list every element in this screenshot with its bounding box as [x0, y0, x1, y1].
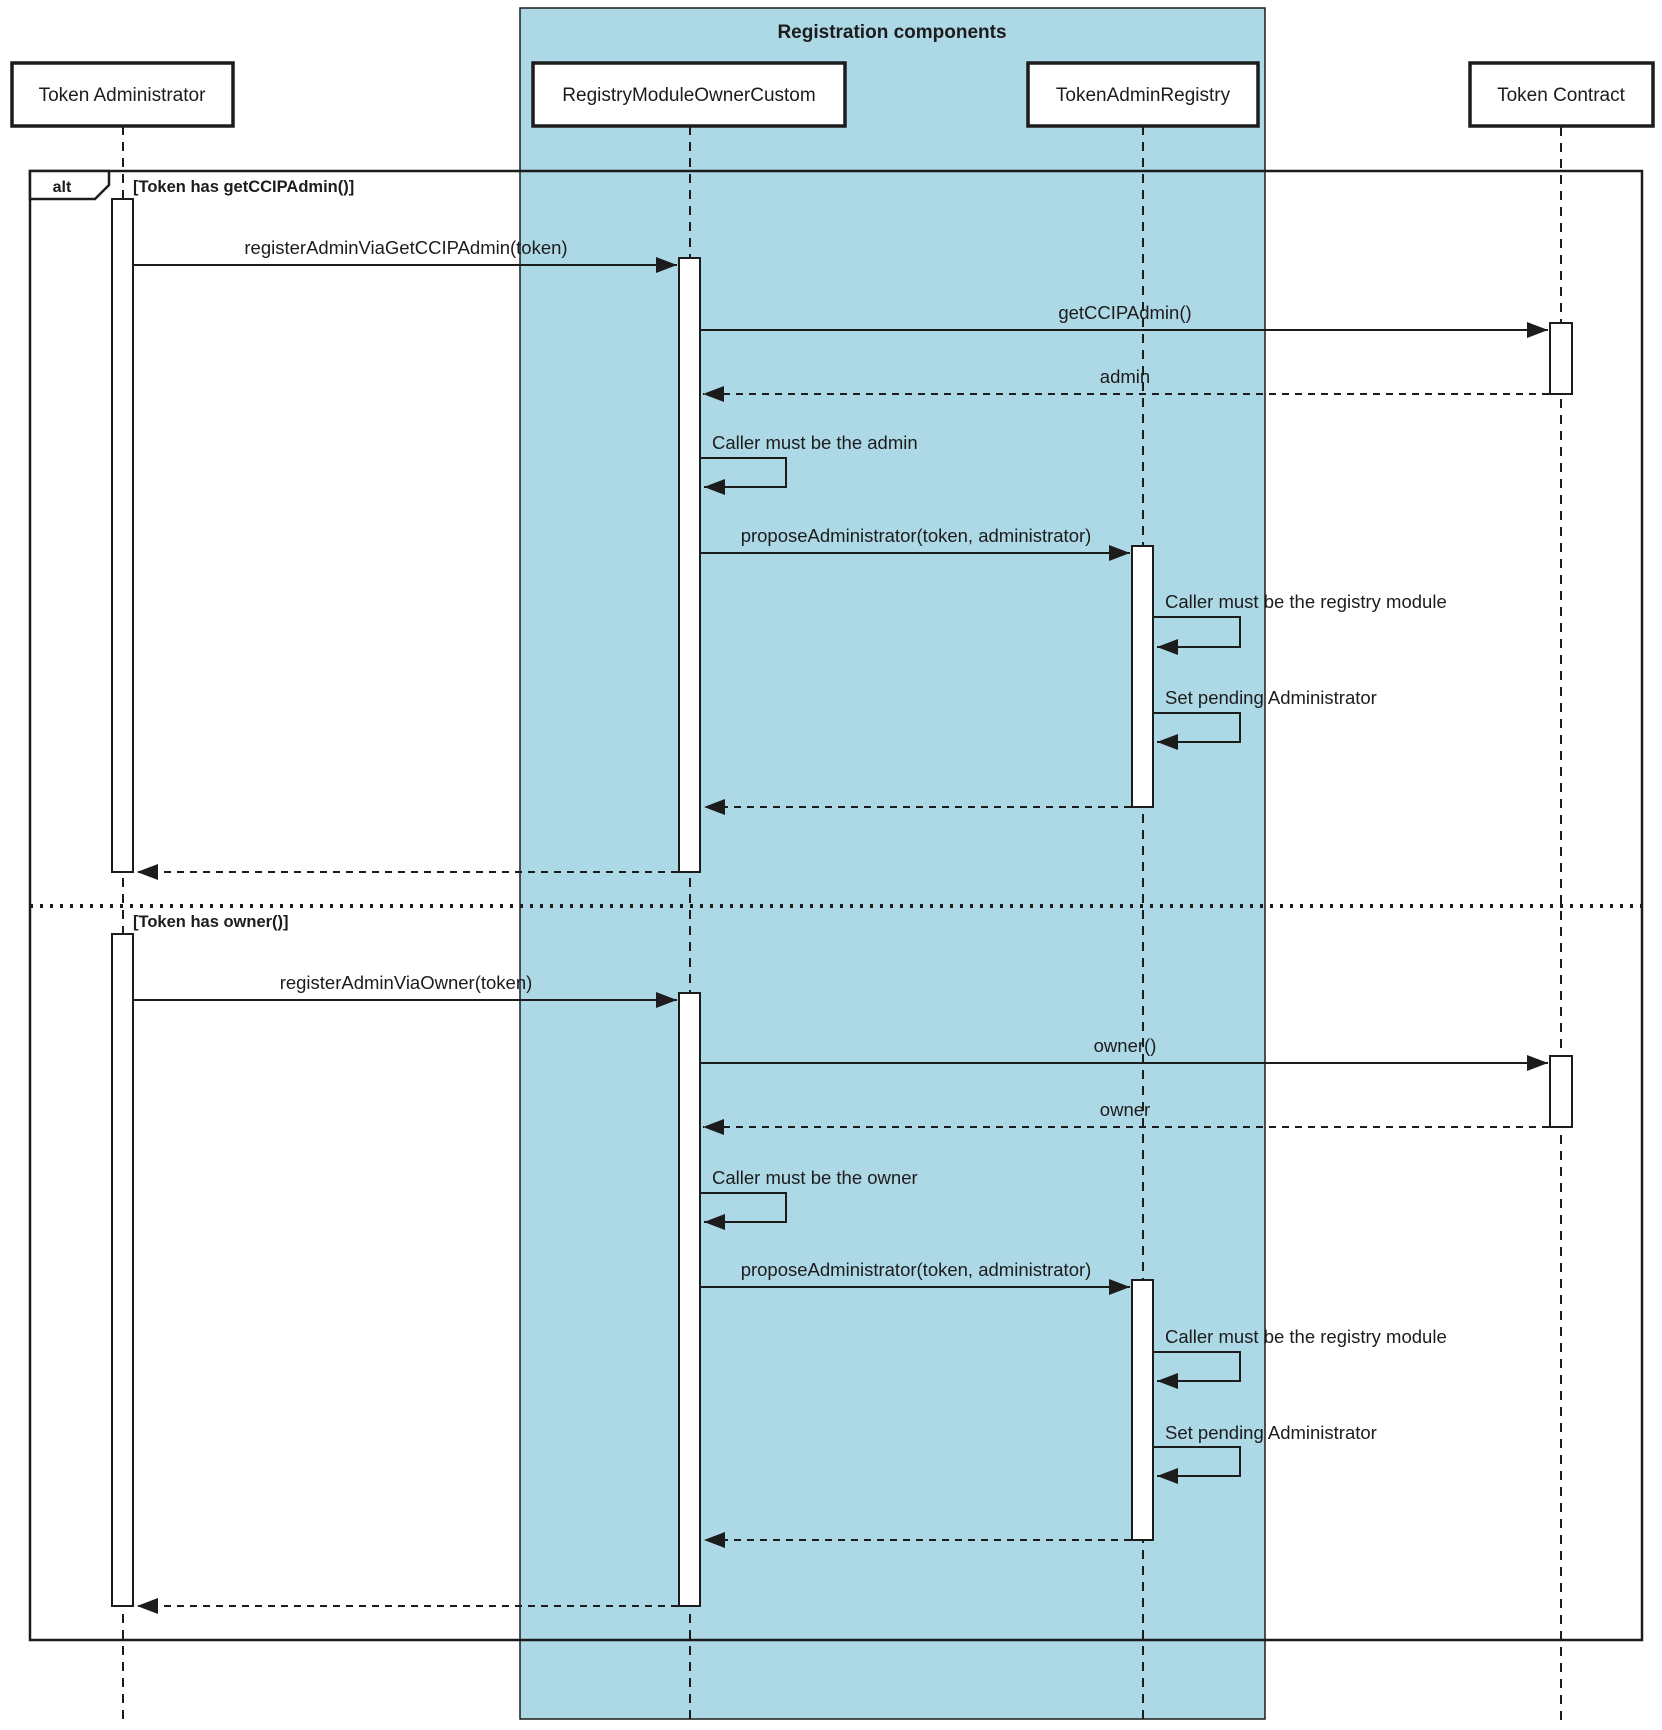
activation-token-admin-registry-1	[1131, 545, 1154, 808]
message-label: Caller must be the registry module	[1165, 1326, 1447, 1347]
guard-label-getccipadmin: [Token has getCCIPAdmin()]	[133, 178, 354, 196]
activation-token-contract-1	[1549, 322, 1573, 395]
self-arrow-caller-must-be-owner	[701, 1192, 787, 1230]
activation-token-administrator-1	[111, 198, 134, 873]
message-label: owner	[1100, 1099, 1150, 1120]
message-label: owner()	[1094, 1035, 1157, 1056]
message-label: getCCIPAdmin()	[1058, 302, 1191, 323]
participant-box-registry-module-owner-custom	[531, 61, 847, 128]
message-label: Set pending Administrator	[1165, 1422, 1377, 1443]
self-arrow-set-pending-administrator-2	[1154, 1446, 1241, 1484]
self-arrow-caller-must-be-admin	[701, 457, 787, 495]
participant-box-token-contract	[1468, 61, 1655, 128]
guard-label-owner: [Token has owner()]	[133, 913, 289, 931]
self-arrow-caller-must-be-registry-module-2	[1154, 1351, 1241, 1389]
message-label: registerAdminViaGetCCIPAdmin(token)	[244, 237, 567, 258]
participant-name: Token Contract	[1497, 85, 1626, 106]
participant-box-token-administrator	[10, 61, 235, 128]
activation-registry-module-1	[678, 257, 701, 873]
self-arrow-caller-must-be-registry-module	[1154, 616, 1241, 655]
activation-token-administrator-2	[111, 933, 134, 1607]
alt-operator-label: alt	[53, 179, 72, 196]
message-label: admin	[1100, 366, 1150, 387]
message-label: proposeAdministrator(token, administrato…	[741, 1259, 1092, 1280]
message-label: Set pending Administrator	[1165, 687, 1377, 708]
activation-registry-module-2	[678, 992, 701, 1607]
message-label: Caller must be the registry module	[1165, 591, 1447, 612]
participant-name: TokenAdminRegistry	[1056, 85, 1231, 106]
group-title: Registration components	[777, 22, 1006, 43]
activation-token-contract-2	[1549, 1055, 1573, 1128]
participant-box-token-admin-registry	[1026, 61, 1260, 128]
message-label: Caller must be the admin	[712, 432, 918, 453]
message-label: registerAdminViaOwner(token)	[280, 972, 533, 993]
activation-token-admin-registry-2	[1131, 1279, 1154, 1541]
participant-name: RegistryModuleOwnerCustom	[562, 85, 815, 106]
message-label: Caller must be the owner	[712, 1167, 918, 1188]
self-arrow-set-pending-administrator	[1154, 712, 1241, 750]
message-label: proposeAdministrator(token, administrato…	[741, 525, 1092, 546]
alt-operator-pentagon	[28, 169, 111, 201]
participant-name: Token Administrator	[39, 85, 207, 106]
